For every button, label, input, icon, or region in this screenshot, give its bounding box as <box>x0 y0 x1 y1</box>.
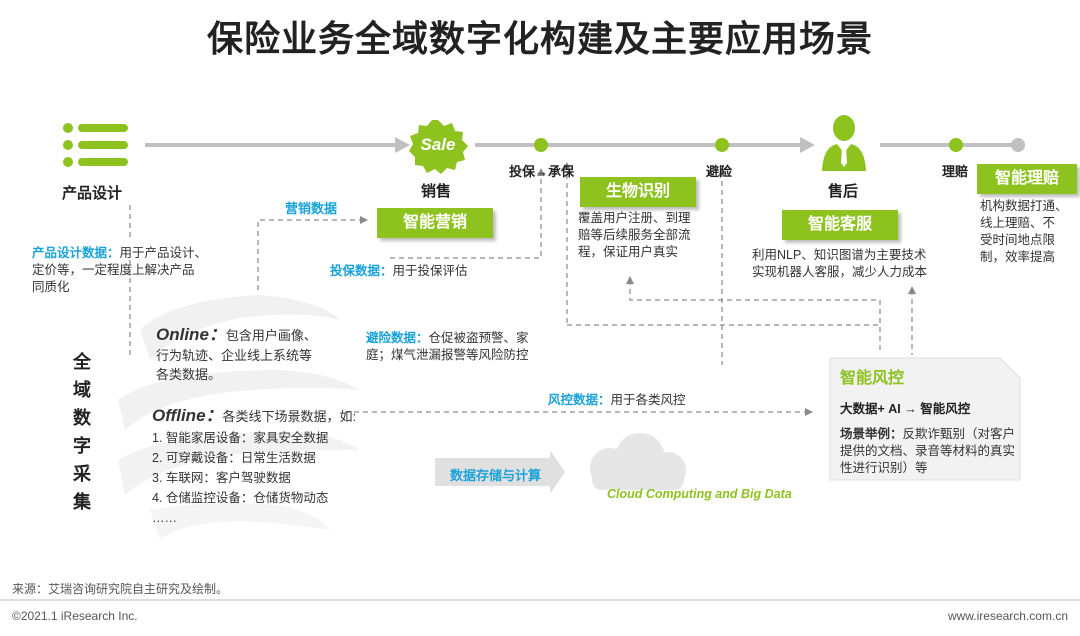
risk-avoid-data: 避险数据：仓促被盗预警、家 庭；煤气泄漏报警等风险防控 <box>366 331 529 362</box>
risk-control-data: 风控数据：用于各类风控 <box>548 393 686 407</box>
online-block: Online：包含用户画像、 行为轨迹、企业线上系统等 各类数据。 <box>156 325 317 382</box>
biometrics-button: 生物识别 <box>580 177 696 207</box>
full-domain-collection-label: 全 域 数 字 采 集 <box>73 352 91 512</box>
smart-claims-description: 机构数据打通、 线上理赔、不 受时间地点限 制，效率提高 <box>980 199 1068 264</box>
list-item: 2. 可穿戴设备：日常生活数据 <box>152 451 316 465</box>
underwrite-data: 投保数据：用于投保评估 <box>330 264 468 278</box>
node-sales: 销售 <box>421 183 452 200</box>
list-icon <box>62 122 132 172</box>
node-product-design: 产品设计 <box>62 185 123 202</box>
smart-service-button: 智能客服 <box>782 210 898 240</box>
biometrics-description: 覆盖用户注册、到理 赔等后续服务全部流 程，保证用户真实 <box>578 211 691 259</box>
list-item: 1. 智能家居设备：家具安全数据 <box>152 431 329 445</box>
claims-dot <box>949 138 963 152</box>
list-item: 3. 车联网：客户驾驶数据 <box>152 471 291 485</box>
copyright: ©2021.1 iResearch Inc. <box>12 609 138 623</box>
globe-decoration <box>118 295 360 540</box>
offline-block: Offline：各类线下场景数据，如: 1. 智能家居设备：家具安全数据 2. … <box>152 405 412 530</box>
smart-claims-button: 智能理赔 <box>977 164 1077 194</box>
smart-marketing-button: 智能营销 <box>377 208 493 238</box>
node-underwrite: 投保→承保 <box>509 164 575 179</box>
cloud-icon <box>590 433 686 490</box>
marketing-data-label: 营销数据 <box>285 201 338 216</box>
page-title: 保险业务全域数字化构建及主要应用场景 <box>206 18 873 59</box>
source-note: 来源：艾瑞咨询研究院自主研究及绘制。 <box>12 582 229 596</box>
node-after-sales: 售后 <box>828 183 859 200</box>
node-claims: 理赔 <box>942 164 969 179</box>
data-storage-label: 数据存储与计算 <box>450 468 542 483</box>
risk-formula: 大数据+ AI → 智能风控 <box>840 402 971 416</box>
end-dot <box>1011 138 1025 152</box>
site-url: www.iresearch.com.cn <box>947 609 1068 623</box>
list-item: …… <box>152 511 177 525</box>
underwrite-dot <box>534 138 548 152</box>
smart-service-description: 利用NLP、知识图谱为主要技术 实现机器人客服，减少人力成本 <box>752 248 928 279</box>
cloud-computing-label: Cloud Computing and Big Data <box>607 487 792 501</box>
customer-service-person-icon <box>820 113 868 171</box>
risk-avoid-dot <box>715 138 729 152</box>
product-design-data: 产品设计数据：用于产品设计、 定价等，一定程度上解决产品 同质化 <box>32 246 208 294</box>
smart-risk-title: 智能风控 <box>840 370 905 387</box>
risk-example: 场景举例：反欺诈甄别（对客户 提供的文档、录音等材料的真实 性进行识别）等 <box>840 427 1016 475</box>
list-item: 4. 仓储监控设备：仓储货物动态 <box>152 491 329 505</box>
node-risk-avoid: 避险 <box>706 164 733 179</box>
sale-badge-icon: Sale <box>408 118 468 176</box>
